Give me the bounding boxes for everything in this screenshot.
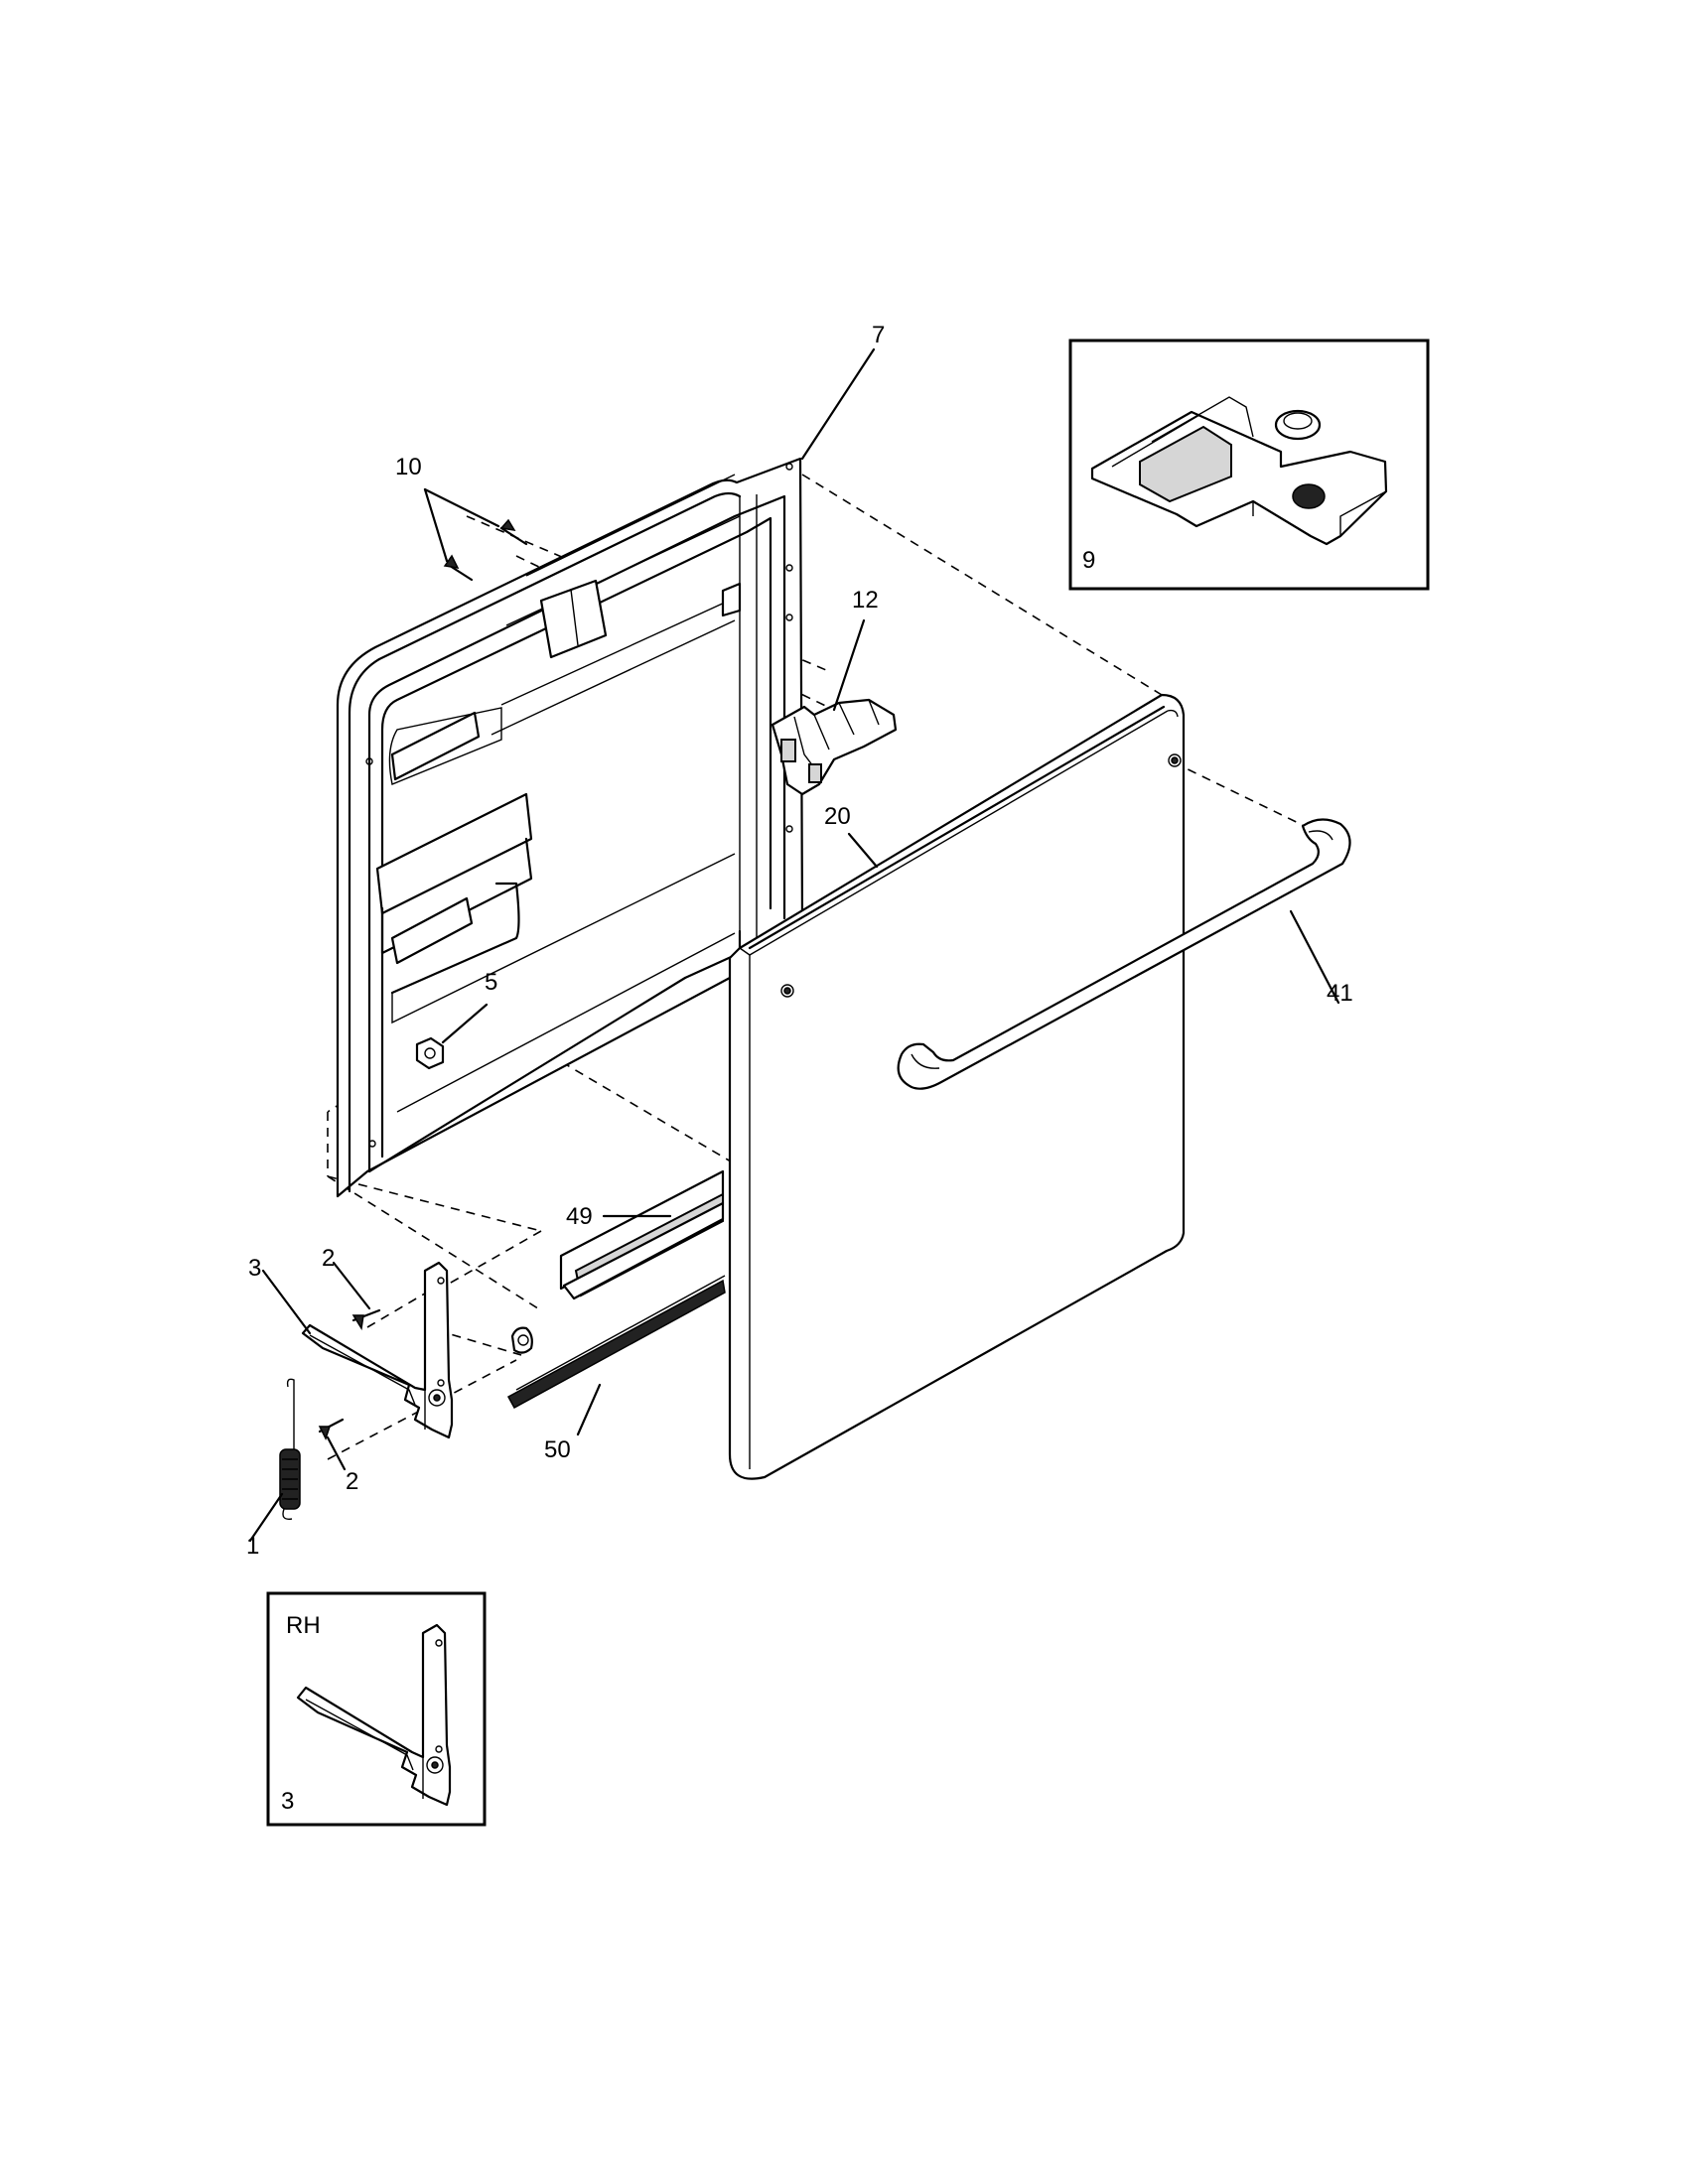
door-screws xyxy=(423,487,528,582)
screw-icon xyxy=(499,518,528,546)
callout-2-lower: 2 xyxy=(346,1468,358,1495)
callout-7: 7 xyxy=(872,322,885,348)
callout-41: 41 xyxy=(1327,980,1353,1007)
callout-12: 12 xyxy=(852,587,879,614)
vent-strip xyxy=(559,1169,725,1300)
door-latch xyxy=(771,618,898,796)
hinge-screws xyxy=(318,1261,381,1471)
callout-1: 1 xyxy=(246,1533,259,1560)
hinge-spring xyxy=(248,1378,301,1543)
callout-50: 50 xyxy=(544,1436,571,1463)
callout-2-upper: 2 xyxy=(322,1245,335,1272)
dispenser-inset xyxy=(1068,339,1430,591)
leader-7 xyxy=(800,347,876,461)
callout-3: 3 xyxy=(248,1255,261,1282)
inset-rh-part-number: 3 xyxy=(281,1788,294,1815)
door-seal xyxy=(506,1275,726,1436)
hex-nut xyxy=(415,1003,489,1070)
callout-49: 49 xyxy=(566,1203,593,1230)
callout-9: 9 xyxy=(1082,547,1095,574)
inset-rh-label: RH xyxy=(286,1612,321,1639)
inner-door-panel xyxy=(336,457,804,1198)
screw-icon xyxy=(443,554,474,582)
rh-hinge-inset xyxy=(266,1591,487,1827)
screw-icon xyxy=(318,1418,345,1440)
outer-door-panel xyxy=(728,693,1186,1480)
callout-5: 5 xyxy=(485,969,497,996)
callout-labels: 1 2 2 3 5 7 9 10 12 20 41 49 50 RH 3 xyxy=(246,322,1353,1815)
callout-20: 20 xyxy=(824,803,851,830)
hinge-assembly xyxy=(261,1261,533,1439)
door-handle xyxy=(897,818,1351,1090)
screw-icon xyxy=(351,1308,381,1331)
callout-10: 10 xyxy=(395,454,422,480)
